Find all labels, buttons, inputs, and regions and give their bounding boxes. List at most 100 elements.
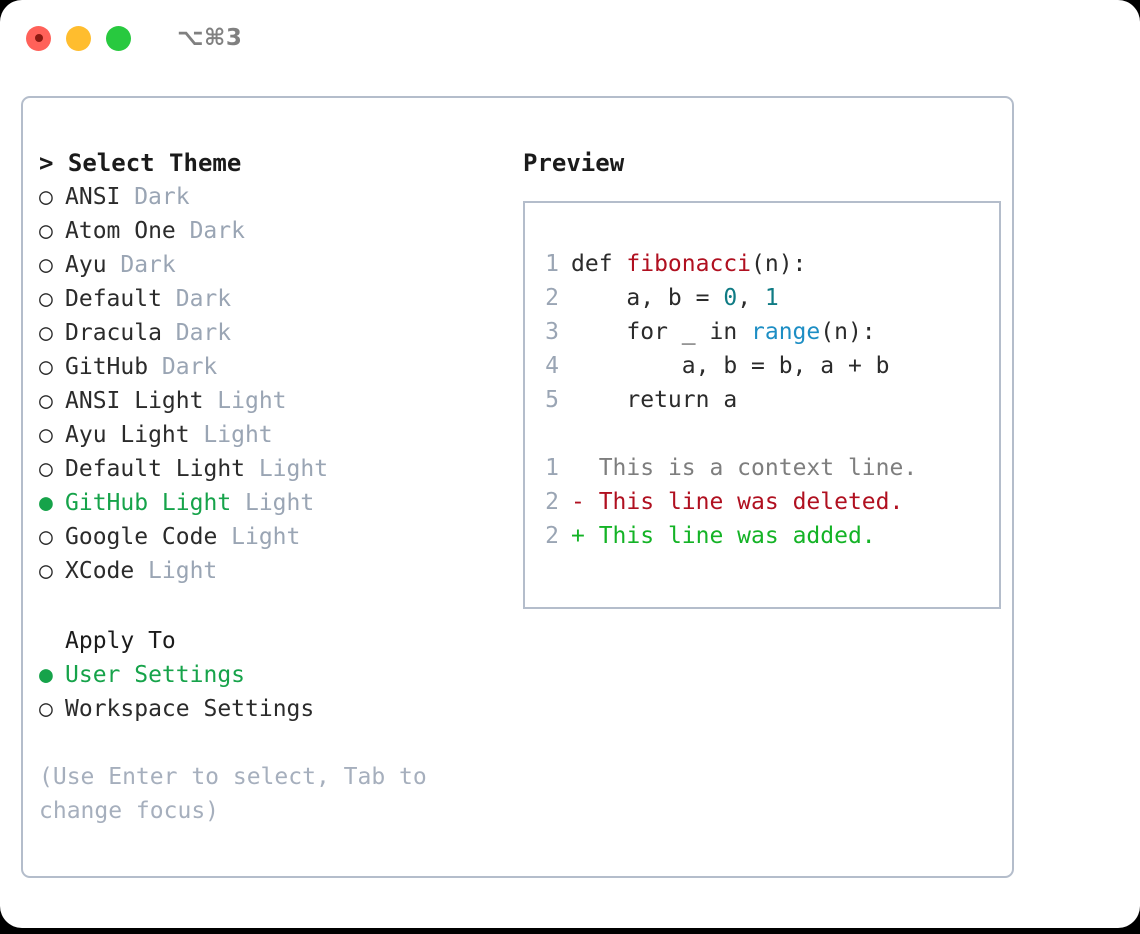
theme-option-label: XCode: [65, 558, 135, 584]
radio-unselected-icon: ○: [39, 696, 53, 722]
diff-line-add: 2 + This line was added.: [525, 519, 999, 553]
diff-line-text: This line was added.: [598, 523, 876, 549]
theme-option-ansi-light[interactable]: ○ ANSI Light Light: [39, 384, 501, 418]
theme-option-google-code[interactable]: ○ Google Code Light: [39, 520, 501, 554]
theme-option-label: ANSI Light: [65, 388, 204, 414]
radio-unselected-icon: ○: [39, 422, 53, 448]
theme-variant-tag: Dark: [175, 320, 232, 346]
maximize-button-icon[interactable]: [106, 25, 131, 51]
radio-unselected-icon: ○: [39, 320, 53, 346]
theme-option-github[interactable]: ○ GitHub Dark: [39, 350, 501, 384]
code-token-plain: a, b = b, a + b: [571, 353, 890, 379]
minimize-button-icon[interactable]: [66, 25, 91, 51]
theme-variant-tag: Light: [258, 456, 329, 482]
radio-unselected-icon: ○: [39, 354, 53, 380]
keyboard-shortcut-label: ⌥⌘3: [177, 25, 243, 51]
theme-option-label: ANSI: [65, 184, 121, 210]
theme-variant-tag: Dark: [175, 286, 232, 312]
theme-option-ayu-light[interactable]: ○ Ayu Light Light: [39, 418, 501, 452]
code-token-plain: for _ in: [571, 319, 752, 345]
apply-to-option-user-settings[interactable]: ● User Settings: [39, 658, 501, 692]
theme-variant-tag: Dark: [161, 354, 218, 380]
theme-option-default-light[interactable]: ○ Default Light Light: [39, 452, 501, 486]
theme-variant-tag: Light: [217, 388, 287, 414]
apply-to-list: ● User Settings ○ Workspace Settings: [39, 658, 501, 726]
code-line-content: def fibonacci(n):: [571, 247, 806, 281]
keyboard-hint-text: (Use Enter to select, Tab to change focu…: [39, 764, 427, 824]
theme-option-label: GitHub Light: [65, 490, 232, 516]
theme-option-label: Default Light: [65, 456, 246, 482]
code-token-plain: (n):: [820, 319, 876, 345]
theme-variant-tag: Light: [148, 558, 218, 584]
preview-heading: Preview: [523, 149, 625, 177]
theme-option-label: Ayu Light: [65, 422, 190, 448]
theme-option-label: Dracula: [65, 320, 162, 346]
diff-line-number: 2: [545, 523, 559, 549]
radio-unselected-icon: ○: [39, 388, 53, 414]
theme-option-xcode[interactable]: ○ XCode Light: [39, 554, 501, 588]
code-token-fn: fibonacci: [626, 251, 752, 277]
code-line: 5 return a: [525, 383, 999, 417]
diff-line-number: 1: [545, 455, 559, 481]
diff-sample: 1 This is a context line.2- This line wa…: [525, 451, 999, 553]
theme-option-label: GitHub: [65, 354, 149, 380]
theme-option-dracula[interactable]: ○ Dracula Dark: [39, 316, 501, 350]
apply-to-option-label: Workspace Settings: [65, 696, 315, 722]
radio-selected-icon: ●: [39, 490, 53, 516]
theme-option-label: Atom One: [65, 218, 176, 244]
theme-option-label: Google Code: [65, 524, 218, 550]
radio-unselected-icon: ○: [39, 558, 53, 584]
diff-marker-add: +: [571, 523, 599, 549]
code-token-plain: a, b =: [571, 285, 724, 311]
theme-option-atom-one[interactable]: ○ Atom One Dark: [39, 214, 501, 248]
diff-line-del: 2- This line was deleted.: [525, 485, 999, 519]
window-controls: [26, 25, 131, 51]
code-token-num: 0: [723, 285, 738, 311]
code-token-plain: ,: [737, 285, 765, 311]
titlebar: ⌥⌘3: [0, 0, 1140, 76]
code-line: 4 a, b = b, a + b: [525, 349, 999, 383]
diff-line-text: This line was deleted.: [598, 489, 904, 515]
select-theme-heading: > Select Theme: [39, 149, 242, 177]
code-line-content: a, b = 0, 1: [571, 281, 779, 315]
diff-line-number: 2: [545, 489, 559, 515]
theme-variant-tag: Dark: [120, 252, 176, 278]
theme-variant-tag: Dark: [134, 184, 190, 210]
apply-to-option-workspace-settings[interactable]: ○ Workspace Settings: [39, 692, 501, 726]
apply-to-heading: Apply To: [65, 628, 176, 654]
diff-line-text: This is a context line.: [598, 455, 918, 481]
diff-marker-del: -: [571, 489, 599, 515]
code-token-plain: def: [571, 251, 627, 277]
code-line-number: 2: [545, 285, 559, 311]
code-line: 2 a, b = 0, 1: [525, 281, 999, 315]
close-button-icon[interactable]: [26, 25, 51, 51]
diff-line-ctx: 1 This is a context line.: [525, 451, 999, 485]
code-line-content: a, b = b, a + b: [571, 349, 890, 383]
code-token-plain: return a: [571, 387, 738, 413]
radio-unselected-icon: ○: [39, 286, 53, 312]
code-line-number: 5: [545, 387, 559, 413]
radio-unselected-icon: ○: [39, 456, 53, 482]
radio-selected-icon: ●: [39, 662, 53, 688]
theme-option-ansi[interactable]: ○ ANSI Dark: [39, 180, 501, 214]
theme-variant-tag: Light: [203, 422, 273, 448]
code-token-num: 1: [764, 285, 779, 311]
code-line-number: 3: [545, 319, 559, 345]
radio-unselected-icon: ○: [39, 218, 53, 244]
code-line-number: 1: [545, 251, 559, 277]
theme-variant-tag: Dark: [189, 218, 245, 244]
radio-unselected-icon: ○: [39, 184, 53, 210]
radio-unselected-icon: ○: [39, 524, 53, 550]
apply-to-option-label: User Settings: [65, 662, 246, 688]
theme-variant-tag: Light: [231, 524, 301, 550]
